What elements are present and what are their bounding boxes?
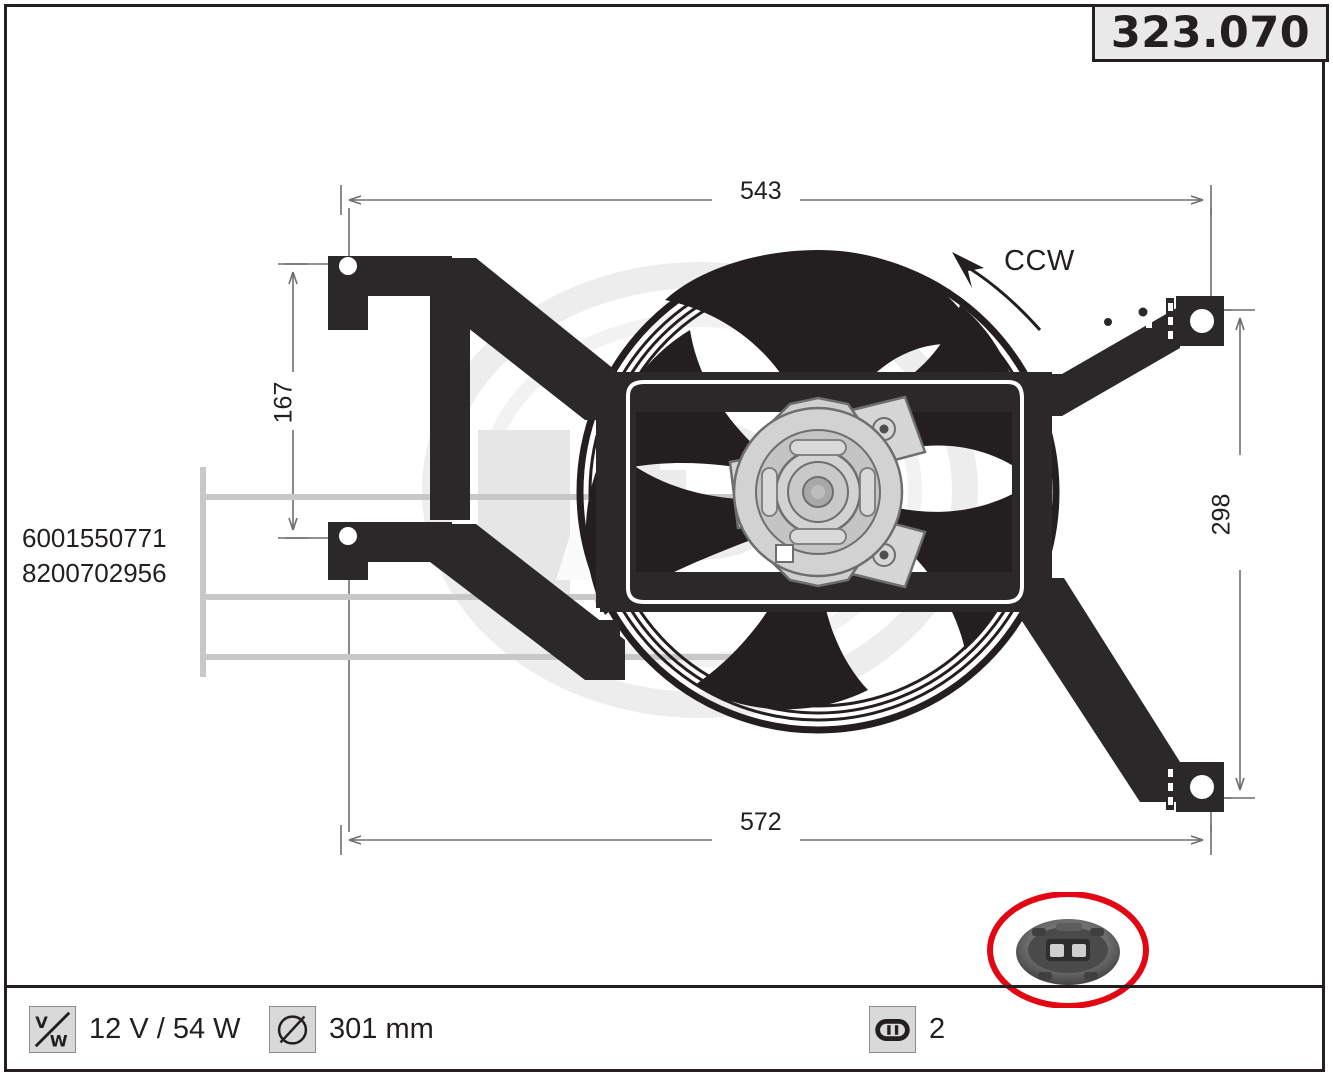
- spec-diameter: 301 mm: [269, 1006, 434, 1053]
- spec-voltage-wattage-value: 12 V / 54 W: [89, 1013, 241, 1045]
- oem-number-2: 8200702956: [22, 558, 167, 588]
- oem-number-1: 6001550771: [22, 523, 167, 553]
- svg-text:W: W: [50, 1031, 68, 1050]
- wiring-clip-icons: [1091, 294, 1153, 338]
- spec-connector-pins: 2: [869, 1006, 945, 1053]
- part-number-badge: 323.070: [1092, 4, 1329, 62]
- spec-connector-pins-value: 2: [929, 1013, 946, 1045]
- specification-bar: V W 12 V / 54 W 301 mm: [7, 985, 1322, 1073]
- mount-eye-bottom-right: [1166, 762, 1224, 812]
- spec-diameter-value: 301 mm: [329, 1013, 434, 1045]
- dimension-bottom-width: 572: [740, 808, 782, 836]
- connector-photo: [986, 891, 1151, 1009]
- drawing-border: [4, 4, 1325, 1072]
- motor-hub: [728, 395, 927, 589]
- diameter-icon: [269, 1006, 316, 1053]
- voltage-wattage-icon: V W: [29, 1006, 76, 1053]
- highlight-ring: [987, 891, 1149, 1009]
- part-number-value: 323.070: [1110, 8, 1311, 58]
- bolt-hole-bottom-left: [339, 527, 357, 545]
- rotation-direction-label: CCW: [1004, 245, 1075, 277]
- ccw-arrow-head: [952, 252, 984, 288]
- connector-body: [1016, 919, 1120, 985]
- connector-pins-icon: [869, 1006, 916, 1053]
- spec-voltage-wattage: V W 12 V / 54 W: [29, 1006, 241, 1053]
- dimension-top-width: 543: [740, 177, 782, 205]
- mount-eye-top-right: [1166, 296, 1224, 346]
- bolt-hole-top-left: [339, 257, 357, 275]
- svg-text:V: V: [35, 1013, 48, 1032]
